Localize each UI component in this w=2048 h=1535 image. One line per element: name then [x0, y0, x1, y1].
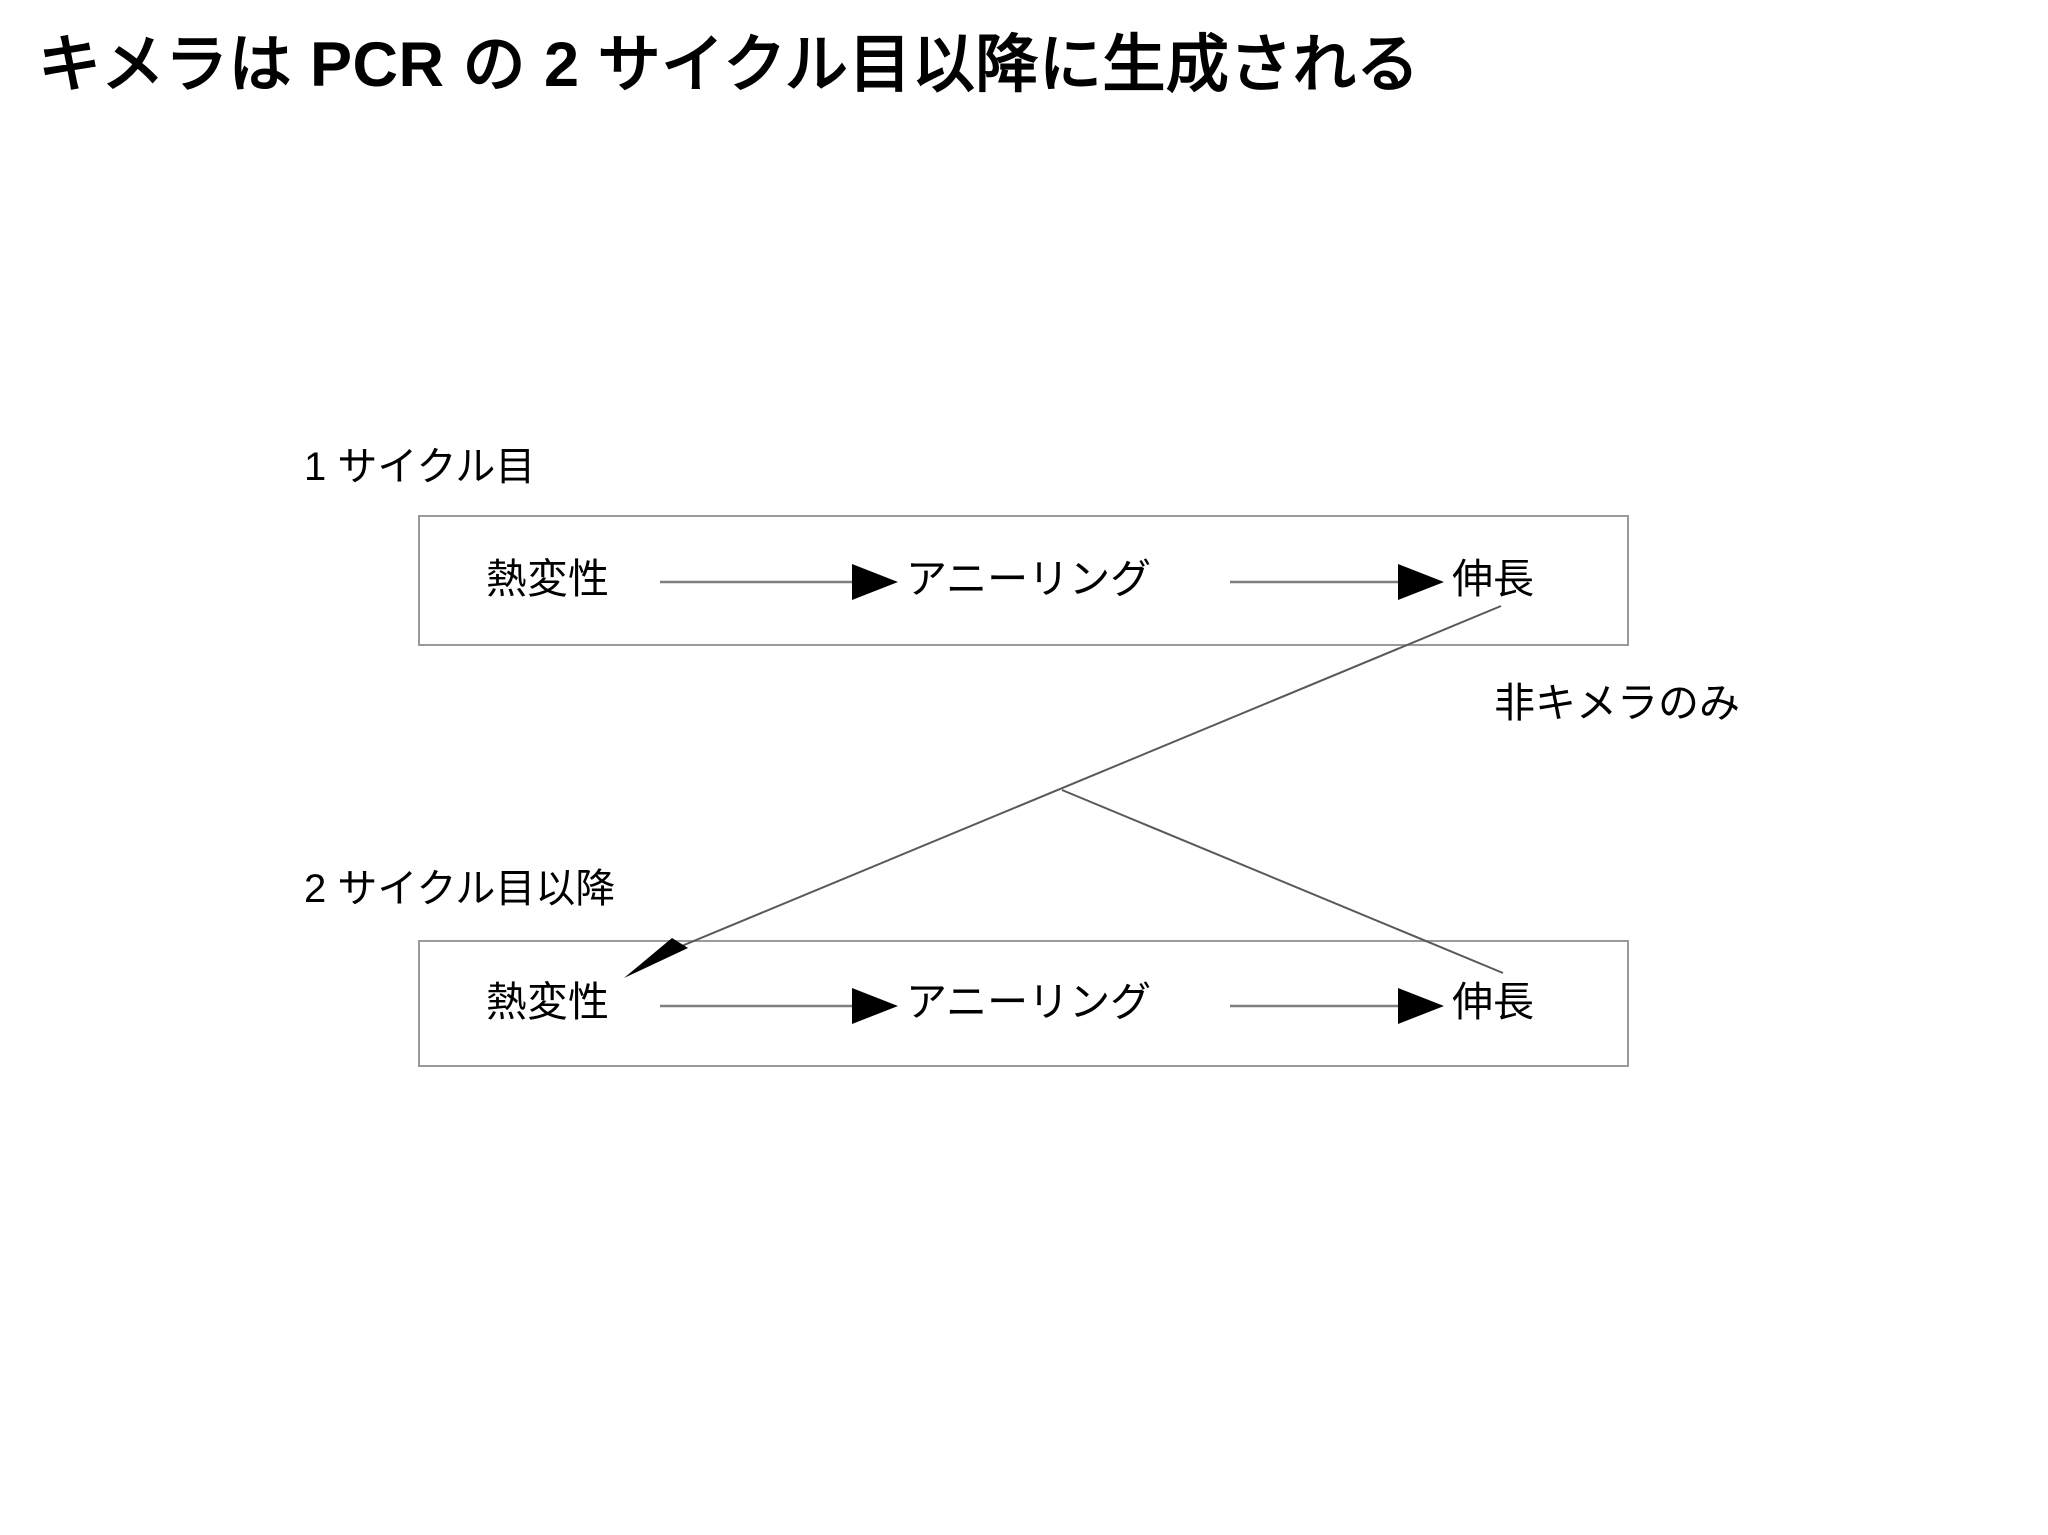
- connector-line: [659, 605, 1502, 956]
- connector-cycle1-extend-to-cycle2-denature: [624, 605, 1502, 978]
- cycle-2-stage-anneal: アニーリング: [906, 979, 1152, 1025]
- page-title: キメラは PCR の 2 サイクル目以降に生成される: [38, 30, 1420, 100]
- cycle-1-stage-anneal: アニーリング: [906, 556, 1152, 602]
- cycle-2-stage-denature: 熱変性: [486, 979, 609, 1025]
- cycle-1-label: 1 サイクル目: [304, 445, 536, 489]
- cycle-2-stage-extend: 伸長: [1452, 979, 1534, 1025]
- cycle-2-label: 2 サイクル目以降: [304, 867, 616, 911]
- cycle-1-stage-denature: 熱変性: [486, 556, 609, 602]
- cycle-1-stage-extend: 伸長: [1452, 556, 1534, 602]
- annotation-non-chimera-only: 非キメラのみ: [1494, 680, 1740, 726]
